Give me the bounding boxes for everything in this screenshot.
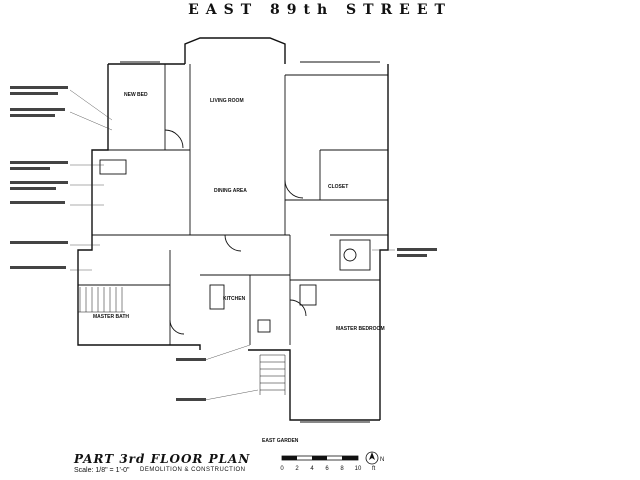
plan-scale: Scale: 1/8" = 1'-0" — [74, 467, 130, 474]
scale-tick: 2 — [295, 466, 299, 472]
north-arrow-icon: N — [365, 451, 384, 465]
scale-unit: ft — [372, 466, 376, 472]
room-label-kitchen: KITCHEN — [223, 296, 246, 302]
scale-tick: 0 — [280, 466, 284, 472]
room-label-bed1: NEW BED — [124, 92, 148, 98]
exterior-wall-east — [379, 64, 389, 420]
scale-tick: 4 — [310, 466, 314, 472]
room-label-bath2: MASTER BATH — [93, 314, 129, 320]
exterior-wall-west — [77, 64, 201, 350]
room-label-dining: DINING AREA — [214, 188, 247, 194]
north-label: N — [380, 457, 384, 463]
exterior-wall-south — [248, 349, 380, 421]
room-label-garden: EAST GARDEN — [262, 438, 299, 444]
street-name: EAST 89th STREET — [188, 2, 452, 18]
plan-subtitle: DEMOLITION & CONSTRUCTION — [140, 467, 246, 473]
scale-bar: 0 2 4 6 8 10 ft — [280, 455, 376, 472]
room-label-bed2: MASTER BEDROOM — [336, 326, 385, 332]
scale-tick: 10 — [355, 466, 362, 472]
bay-window-wall — [184, 37, 286, 64]
plan-title: PART 3rd FLOOR PLAN — [74, 452, 251, 466]
scale-tick: 8 — [340, 466, 344, 472]
room-label-living: LIVING ROOM — [210, 98, 244, 104]
room-label-closet: CLOSET — [328, 184, 348, 190]
scale-tick: 6 — [325, 466, 329, 472]
